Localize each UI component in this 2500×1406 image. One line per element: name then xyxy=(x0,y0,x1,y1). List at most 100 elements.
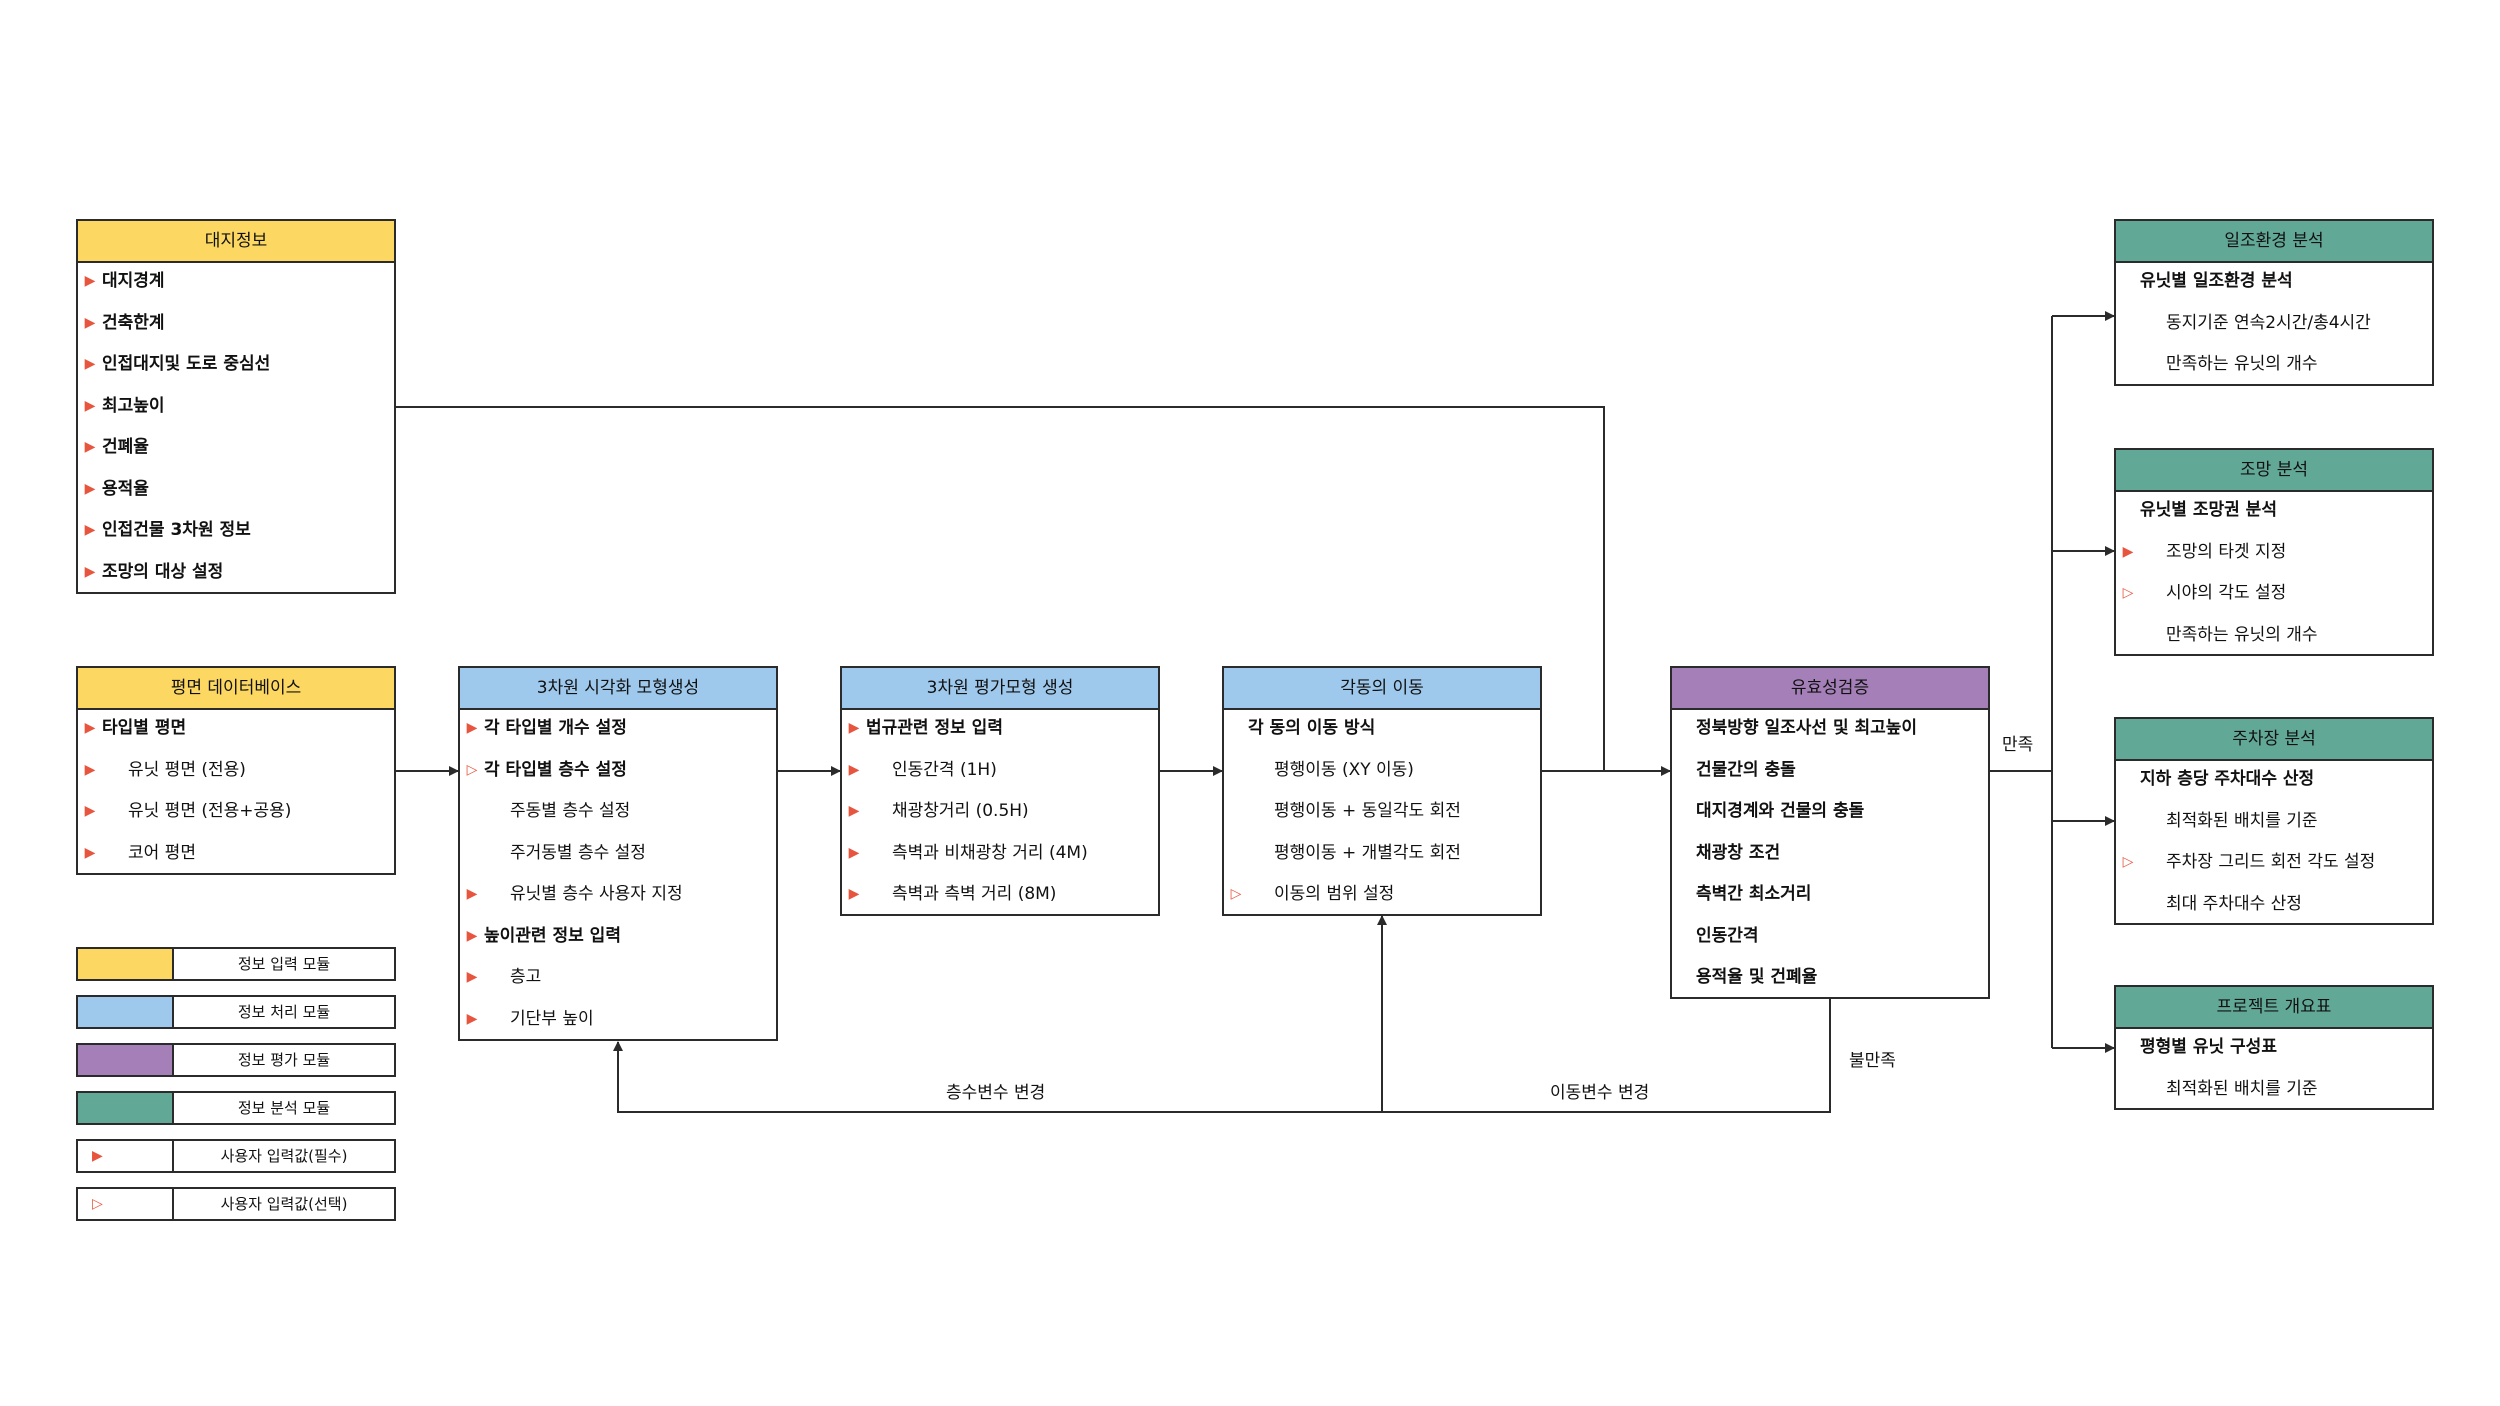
parking-item: ▷주차장 그리드 회전 각도 설정 xyxy=(2116,842,2432,884)
move-item: 평행이동 (XY 이동) xyxy=(1274,759,1414,780)
legend-label: 사용자 입력값(선택) xyxy=(220,1195,348,1213)
move-item: 각 동의 이동 방식 xyxy=(1248,718,1376,738)
optional-marker-icon: ▷ xyxy=(1230,886,1242,902)
legend-label: 정보 평가 모듈 xyxy=(237,1051,331,1069)
plan-db-item: ▶코어 평면 xyxy=(78,833,394,875)
required-marker-icon: ▶ xyxy=(84,397,96,414)
eval-3d-item: ▶측벽과 비채광창 거리 (4M) xyxy=(842,833,1158,875)
sunlight-box: 일조환경 분석 유닛별 일조환경 분석 동지기준 연속2시간/총4시간 만족하는… xyxy=(2114,219,2434,386)
eval-3d-item: ▶법규관련 정보 입력 xyxy=(842,708,1158,750)
parking-box: 주차장 분석 지하 층당 주차대수 산정 최적화된 배치를 기준 ▷주차장 그리… xyxy=(2114,717,2434,925)
legend-swatch-required: ▶ xyxy=(78,1141,174,1171)
overview-item: 평형별 유닛 구성표 xyxy=(2140,1037,2277,1057)
legend-label: 정보 입력 모듈 xyxy=(237,955,331,973)
legend-label: 정보 처리 모듈 xyxy=(237,1003,331,1021)
parking-title: 주차장 분석 xyxy=(2116,719,2432,761)
site-info-item: ▶조망의 대상 설정 xyxy=(78,552,394,594)
optional-marker-icon: ▷ xyxy=(2122,854,2134,870)
site-info-item: ▶최고높이 xyxy=(78,386,394,428)
site-info-item: ▶인접대지및 도로 중심선 xyxy=(78,344,394,386)
optional-marker-icon: ▷ xyxy=(466,761,478,778)
required-marker-icon: ▶ xyxy=(84,480,96,497)
eval-3d-box: 3차원 평가모형 생성 ▶법규관련 정보 입력 ▶인동간격 (1H) ▶채광창거… xyxy=(840,666,1160,916)
view-box: 조망 분석 유닛별 조망권 분석 ▶조망의 타겟 지정 ▷시야의 각도 설정 만… xyxy=(2114,448,2434,656)
overview-box: 프로젝트 개요표 평형별 유닛 구성표 최적화된 배치를 기준 xyxy=(2114,985,2434,1110)
model-3d-item: ▷각 타입별 층수 설정 xyxy=(460,750,776,792)
required-marker-icon: ▶ xyxy=(84,803,96,819)
required-marker-icon: ▶ xyxy=(848,803,860,819)
legend-swatch-process xyxy=(78,997,174,1027)
required-marker-icon: ▶ xyxy=(84,720,96,736)
sunlight-item: 동지기준 연속2시간/총4시간 xyxy=(2166,312,2371,333)
view-item: ▶조망의 타겟 지정 xyxy=(2116,532,2432,574)
parking-item: 최대 주차대수 산정 xyxy=(2166,893,2302,914)
move-title: 각동의 이동 xyxy=(1224,668,1540,710)
required-marker-icon: ▶ xyxy=(466,969,478,985)
legend-swatch-input xyxy=(78,949,174,979)
validate-item: 채광창 조건 xyxy=(1696,842,1781,863)
required-marker-icon: ▶ xyxy=(848,886,860,902)
plan-db-item: ▶타입별 평면 xyxy=(78,708,394,750)
model-3d-item: 주동별 층수 설정 xyxy=(510,801,631,821)
legend-evaluate-module: 정보 평가 모듈 xyxy=(76,1043,396,1077)
move-box: 각동의 이동 각 동의 이동 방식 평행이동 (XY 이동) 평행이동 + 동일… xyxy=(1222,666,1542,916)
overview-item: 최적화된 배치를 기준 xyxy=(2166,1078,2318,1099)
required-marker-icon: ▶ xyxy=(2122,543,2134,560)
required-marker-icon: ▶ xyxy=(848,844,860,861)
site-info-title: 대지정보 xyxy=(78,221,394,263)
legend-analysis-module: 정보 분석 모듈 xyxy=(76,1091,396,1125)
site-info-item: ▶용적율 xyxy=(78,469,394,511)
site-info-item: ▶대지경계 xyxy=(78,261,394,303)
optional-marker-icon: ▷ xyxy=(2122,585,2134,601)
label-satisfied: 만족 xyxy=(2002,735,2034,755)
parking-item: 지하 층당 주차대수 산정 xyxy=(2140,769,2315,789)
site-info-box: 대지정보 ▶대지경계 ▶건축한계 ▶인접대지및 도로 중심선 ▶최고높이 ▶건폐… xyxy=(76,219,396,594)
required-marker-icon: ▶ xyxy=(84,273,96,289)
required-marker-icon: ▶ xyxy=(466,886,478,902)
site-info-item: ▶인접건물 3차원 정보 xyxy=(78,510,394,552)
legend-label: 정보 분석 모듈 xyxy=(237,1099,331,1117)
plan-db-item: ▶유닛 평면 (전용) xyxy=(78,750,394,792)
model-3d-title: 3차원 시각화 모형생성 xyxy=(460,668,776,710)
required-marker-icon: ▶ xyxy=(84,439,96,455)
site-info-item: ▶건폐율 xyxy=(78,427,394,469)
model-3d-item: ▶층고 xyxy=(460,957,776,999)
required-marker-icon: ▶ xyxy=(848,720,860,736)
validate-title: 유효성검증 xyxy=(1672,668,1988,710)
site-info-item: ▶건축한계 xyxy=(78,303,394,345)
required-marker-icon: ▶ xyxy=(848,761,860,778)
validate-item: 인동간격 xyxy=(1696,925,1759,946)
view-item: 만족하는 유닛의 개수 xyxy=(2166,624,2318,645)
plan-db-item: ▶유닛 평면 (전용+공용) xyxy=(78,791,394,833)
eval-3d-item: ▶채광창거리 (0.5H) xyxy=(842,791,1158,833)
sunlight-item: 만족하는 유닛의 개수 xyxy=(2166,354,2318,374)
move-item: ▷이동의 범위 설정 xyxy=(1224,874,1540,916)
move-item: 평행이동 + 개별각도 회전 xyxy=(1274,842,1461,863)
legend-label: 사용자 입력값(필수) xyxy=(220,1147,348,1165)
sunlight-title: 일조환경 분석 xyxy=(2116,221,2432,263)
validate-item: 대지경계와 건물의 충돌 xyxy=(1696,801,1865,821)
validate-item: 용적율 및 건폐율 xyxy=(1696,967,1818,987)
plan-db-title: 평면 데이터베이스 xyxy=(78,668,394,710)
label-floor-change: 층수변수 변경 xyxy=(946,1083,1046,1103)
required-marker-icon: ▶ xyxy=(84,563,96,580)
validate-item: 측벽간 최소거리 xyxy=(1696,884,1812,904)
sunlight-item: 유닛별 일조환경 분석 xyxy=(2140,271,2293,291)
model-3d-item: ▶높이관련 정보 입력 xyxy=(460,916,776,958)
view-item: 유닛별 조망권 분석 xyxy=(2140,500,2277,520)
required-marker-icon: ▶ xyxy=(92,1148,103,1164)
validate-item: 정북방향 일조사선 및 최고높이 xyxy=(1696,718,1918,738)
edge-feedback-loop xyxy=(613,995,1831,1113)
legend-swatch-evaluate xyxy=(78,1045,174,1075)
eval-3d-item: ▶인동간격 (1H) xyxy=(842,750,1158,792)
required-marker-icon: ▶ xyxy=(84,761,96,778)
label-move-change: 이동변수 변경 xyxy=(1550,1083,1650,1103)
label-unsatisfied: 불만족 xyxy=(1849,1051,1896,1071)
legend-swatch-optional: ▷ xyxy=(78,1189,174,1219)
required-marker-icon: ▶ xyxy=(84,356,96,372)
move-item: 평행이동 + 동일각도 회전 xyxy=(1274,801,1461,821)
eval-3d-item: ▶측벽과 측벽 거리 (8M) xyxy=(842,874,1158,916)
optional-marker-icon: ▷ xyxy=(92,1196,103,1212)
required-marker-icon: ▶ xyxy=(466,927,478,944)
